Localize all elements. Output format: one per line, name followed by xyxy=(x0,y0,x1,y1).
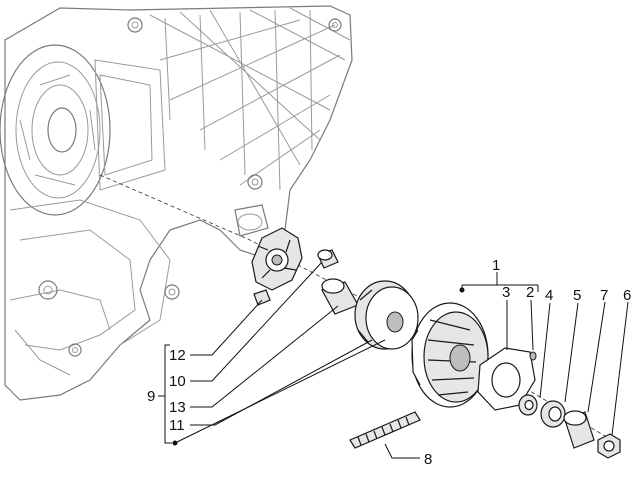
casing-bolt xyxy=(68,343,82,357)
small-pin-part xyxy=(529,351,537,361)
spacer-ring-part xyxy=(540,400,566,428)
fixed-pulley-fan-part xyxy=(411,302,489,408)
callout-2: 2 xyxy=(526,284,534,301)
guide-block-part xyxy=(253,289,271,306)
callout-11: 11 xyxy=(169,417,185,434)
drive-pulley-half-part xyxy=(354,280,419,350)
washer-part xyxy=(518,394,538,416)
bushing-short-part xyxy=(317,249,339,269)
callout-12: 12 xyxy=(169,347,186,364)
callout-5: 5 xyxy=(573,287,581,304)
casing-bolt xyxy=(38,280,58,300)
leader-lines xyxy=(158,261,629,459)
casing-bolt xyxy=(127,17,143,33)
callout-13: 13 xyxy=(169,399,186,416)
callout-6: 6 xyxy=(623,287,631,304)
callout-3: 3 xyxy=(502,284,510,301)
callout-9: 9 xyxy=(147,388,155,405)
casing-bolt xyxy=(328,18,342,32)
bushing-sleeve-part xyxy=(563,410,595,449)
ramp-plate-part xyxy=(251,227,303,291)
callout-10: 10 xyxy=(169,373,186,390)
plate-gasket-part xyxy=(477,347,536,411)
crankcase-housing xyxy=(0,5,353,401)
callout-7: 7 xyxy=(600,287,608,304)
callout-1: 1 xyxy=(492,257,500,274)
nut-part xyxy=(597,433,621,459)
casing-bolt xyxy=(247,174,263,190)
sleeve-part xyxy=(321,278,359,315)
drive-belt-part xyxy=(349,411,421,449)
callout-4: 4 xyxy=(545,287,553,304)
casing-bolt xyxy=(164,284,180,300)
callout-8: 8 xyxy=(424,451,432,468)
